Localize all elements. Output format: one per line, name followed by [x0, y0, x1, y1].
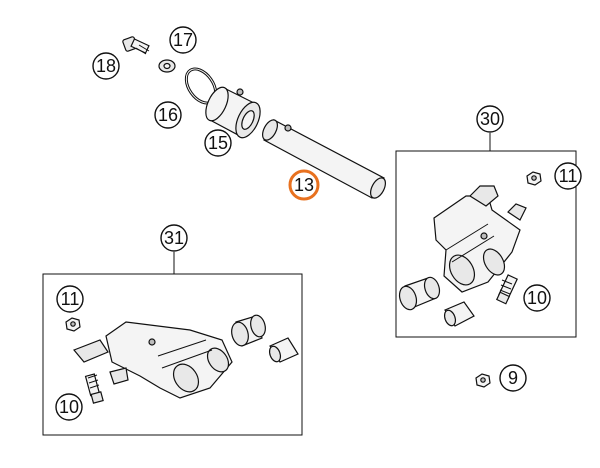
callout-31-label: 31	[164, 228, 184, 248]
callout-10-left-label: 10	[59, 397, 79, 417]
adjuster-screw-part-10-right[interactable]	[495, 274, 518, 305]
roller-part-right[interactable]	[397, 275, 442, 312]
callout-15[interactable]: 15	[204, 129, 232, 157]
roller-part-left[interactable]	[229, 314, 267, 348]
nut-part-9[interactable]	[475, 373, 491, 388]
callout-11-left[interactable]: 11	[56, 285, 84, 313]
washer-part-17[interactable]	[158, 59, 176, 73]
callout-9[interactable]: 9	[499, 364, 527, 392]
callout-15-label: 15	[208, 133, 228, 153]
pin-part-right[interactable]	[443, 301, 475, 327]
callout-13-highlighted[interactable]: 13	[288, 169, 320, 201]
callout-16[interactable]: 16	[154, 101, 182, 129]
callout-17-label: 17	[173, 30, 193, 50]
callout-9-label: 9	[508, 368, 518, 388]
nut-part-11-right[interactable]	[526, 171, 542, 186]
screw-part-18[interactable]	[122, 36, 150, 55]
nut-part-11-left[interactable]	[65, 317, 81, 332]
callout-30[interactable]: 30	[476, 105, 504, 133]
callout-10-right-label: 10	[527, 288, 547, 308]
shaft-part-13[interactable]	[260, 117, 389, 200]
adjuster-screw-part-10-left[interactable]	[84, 373, 104, 404]
callout-11-left-label: 11	[61, 289, 80, 309]
callout-17[interactable]: 17	[169, 26, 197, 54]
callout-13-label: 13	[294, 175, 314, 195]
callout-13-ring	[288, 169, 320, 201]
pin-part-left[interactable]	[268, 337, 299, 363]
callout-10-left[interactable]: 10	[55, 393, 83, 421]
callout-16-label: 16	[158, 105, 178, 125]
rocker-arm-assembly-31[interactable]	[73, 321, 233, 399]
callout-18[interactable]: 18	[92, 52, 120, 80]
assembly-box-30	[395, 150, 577, 338]
callout-30-label: 30	[480, 109, 500, 129]
callout-11-right[interactable]: 11	[554, 162, 582, 190]
callout-10-right[interactable]: 10	[523, 284, 551, 312]
callout-18-label: 18	[96, 56, 116, 76]
callout-31[interactable]: 31	[160, 224, 188, 252]
callout-11-right-label: 11	[559, 166, 578, 186]
assembly-box-31	[42, 273, 303, 436]
rocker-arm-assembly-30[interactable]	[433, 185, 527, 293]
bushing-part-15[interactable]	[201, 84, 265, 142]
